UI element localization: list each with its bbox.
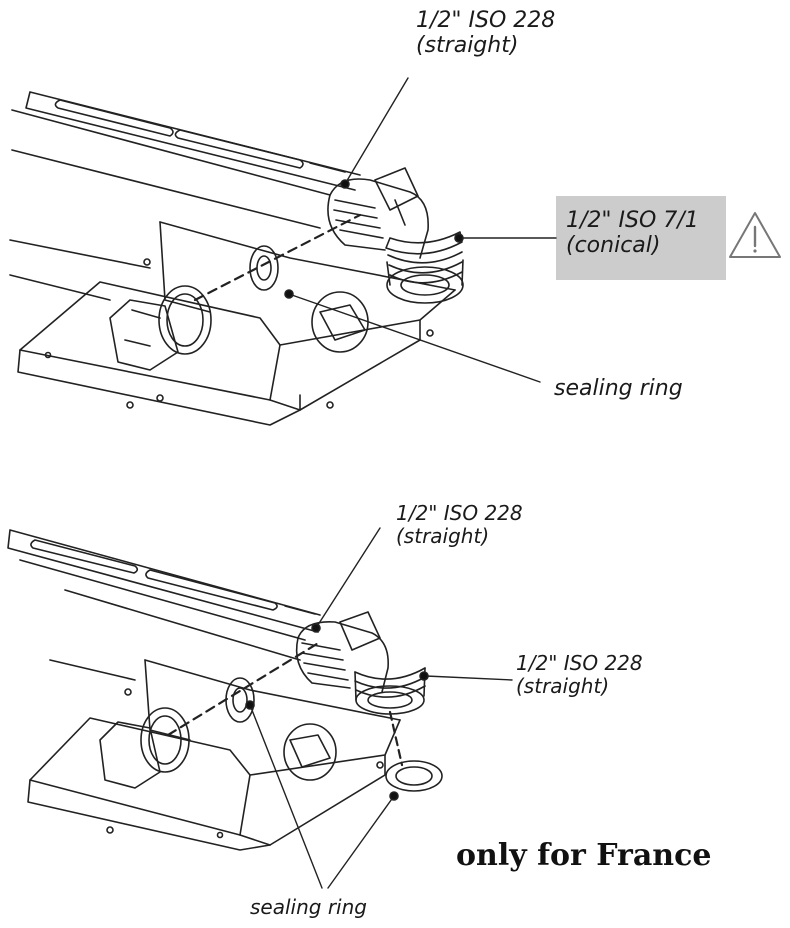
top-assembly	[9, 77, 557, 426]
bottom-sealing-label: sealing ring	[250, 895, 367, 919]
conical-highlight-box	[556, 196, 726, 280]
top-conical-type: (conical)	[566, 233, 661, 259]
bottom-straight-b-type: (straight)	[516, 674, 610, 698]
top-straight-type: (straight)	[416, 33, 519, 59]
top-conical-label: 1/2" ISO 7/1 (conical)	[566, 208, 699, 259]
bottom-straight-label-a: 1/2" ISO 228 (straight)	[396, 502, 523, 548]
france-note: only for France	[456, 838, 712, 873]
bottom-straight-b-size: 1/2" ISO 228	[516, 651, 643, 675]
top-straight-label: 1/2" ISO 228 (straight)	[416, 8, 555, 59]
bottom-straight-label-b: 1/2" ISO 228 (straight)	[516, 652, 643, 698]
top-straight-size: 1/2" ISO 228	[416, 8, 556, 33]
top-conical-size: 1/2" ISO 7/1	[566, 208, 699, 233]
bottom-straight-a-size: 1/2" ISO 228	[396, 501, 523, 525]
top-sealing-label: sealing ring	[554, 376, 683, 401]
bottom-straight-a-type: (straight)	[396, 524, 490, 548]
bottom-assembly	[7, 527, 513, 889]
warning-triangle-icon	[729, 212, 781, 258]
